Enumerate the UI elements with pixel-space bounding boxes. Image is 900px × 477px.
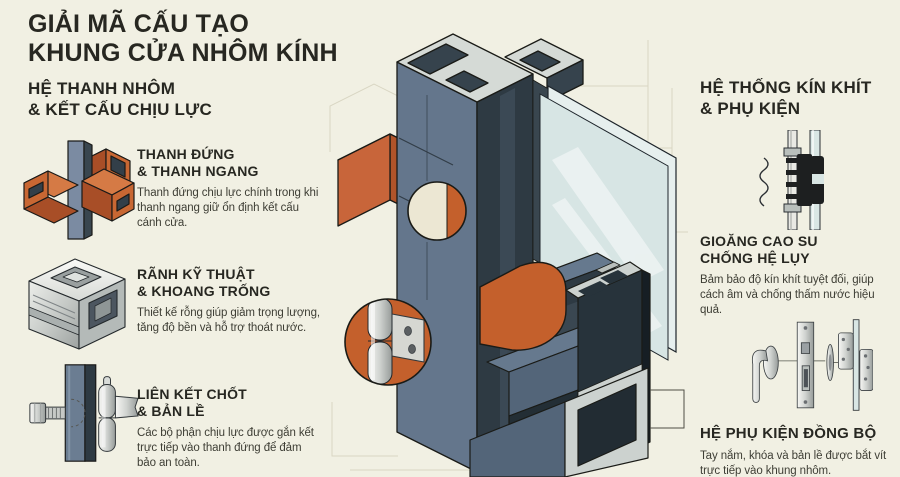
item2-title-line1: RÃNH KỸ THUẬT	[137, 266, 255, 282]
item-gioang-cao-su: GIOĂNG CAO SU CHỐNG HỆ LỤY Bảm bảo độ kí…	[700, 233, 898, 318]
r-item2-body: Tay nắm, khóa và bản lề được bắt vít trự…	[700, 449, 887, 477]
cross-joint-icon	[23, 140, 135, 240]
item3-title-line1: LIÊN KẾT CHỐT	[137, 386, 247, 402]
left-heading-line2: & KẾT CẤU CHỊU LỰC	[28, 99, 212, 119]
hardware-set-icon	[751, 319, 873, 411]
item1-title-line2: & THANH NGANG	[137, 163, 259, 180]
rubber-gasket-icon	[759, 130, 824, 230]
page-title-line2: KHUNG CỬA NHÔM KÍNH	[28, 39, 338, 67]
item3-body: Các bộ phận chịu lực được gắn kết trực t…	[137, 426, 314, 469]
item-thanh-dung: THANH ĐỨNG & THANH NGANG Thanh đứng chịu…	[137, 146, 321, 231]
page-title: GIẢI MÃ CẤU TẠO KHUNG CỬA NHÔM KÍNH	[28, 10, 348, 68]
hinge-callout-circle	[344, 298, 432, 386]
item-ranh-ky-thuat: RÃNH KỸ THUẬT & KHOANG TRỐNG Thiết kế rỗ…	[137, 266, 321, 336]
item3-title-line2: & BẢN LỀ	[137, 403, 205, 420]
item1-body: Thanh đứng chịu lực chính trong khi than…	[137, 186, 319, 229]
glazing-channel	[532, 79, 553, 271]
left-section-heading: HỆ THANH NHÔM & KẾT CẤU CHỊU LỰC	[28, 79, 288, 120]
item-lien-ket-chot: LIÊN KẾT CHỐT & BẢN LỀ Các bộ phận chịu …	[137, 386, 321, 471]
item1-title-line1: THANH ĐỨNG	[137, 146, 235, 162]
blueprint-lines	[329, 40, 688, 471]
vertical-mullion	[396, 33, 584, 473]
aluminum-profile-icon	[28, 258, 126, 350]
right-heading-line1: HỆ THỐNG KÍN KHÍT	[700, 78, 872, 97]
right-section-heading: HỆ THỐNG KÍN KHÍT & PHỤ KIỆN	[700, 78, 895, 119]
glass-panes	[539, 84, 677, 361]
item2-body: Thiết kế rỗng giúp giảm trọng lượng, tăn…	[137, 306, 320, 334]
bottom-rail-section	[469, 367, 649, 477]
gasket-wedge	[479, 261, 567, 351]
bolt-hinge-icon	[29, 364, 139, 462]
left-heading-line1: HỆ THANH NHÔM	[28, 79, 176, 98]
r-item1-body: Bảm bảo độ kín khít tuyệt đối, giúp cách…	[700, 273, 875, 316]
r-item1-title-line1: GIOĂNG CAO SU	[700, 233, 818, 249]
mullion-detail-lines	[398, 95, 454, 300]
orange-transom-bar	[337, 133, 456, 233]
page-title-line1: GIẢI MÃ CẤU TẠO	[28, 10, 250, 38]
transom-rails	[486, 252, 643, 427]
item2-title-line2: & KHOANG TRỐNG	[137, 283, 271, 300]
sash-profile	[565, 261, 651, 475]
right-heading-line2: & PHỤ KIỆN	[700, 98, 801, 118]
item-he-phu-kien: HỆ PHỤ KIỆN ĐỒNG BỘ Tay nắm, khóa và bản…	[700, 425, 898, 477]
r-item1-title-line2: CHỐNG HỆ LỤY	[700, 250, 810, 267]
r-item2-title: HỆ PHỤ KIỆN ĐỒNG BỘ	[700, 425, 877, 442]
joint-callout-circle	[407, 181, 467, 241]
leader-bracket	[650, 389, 685, 429]
